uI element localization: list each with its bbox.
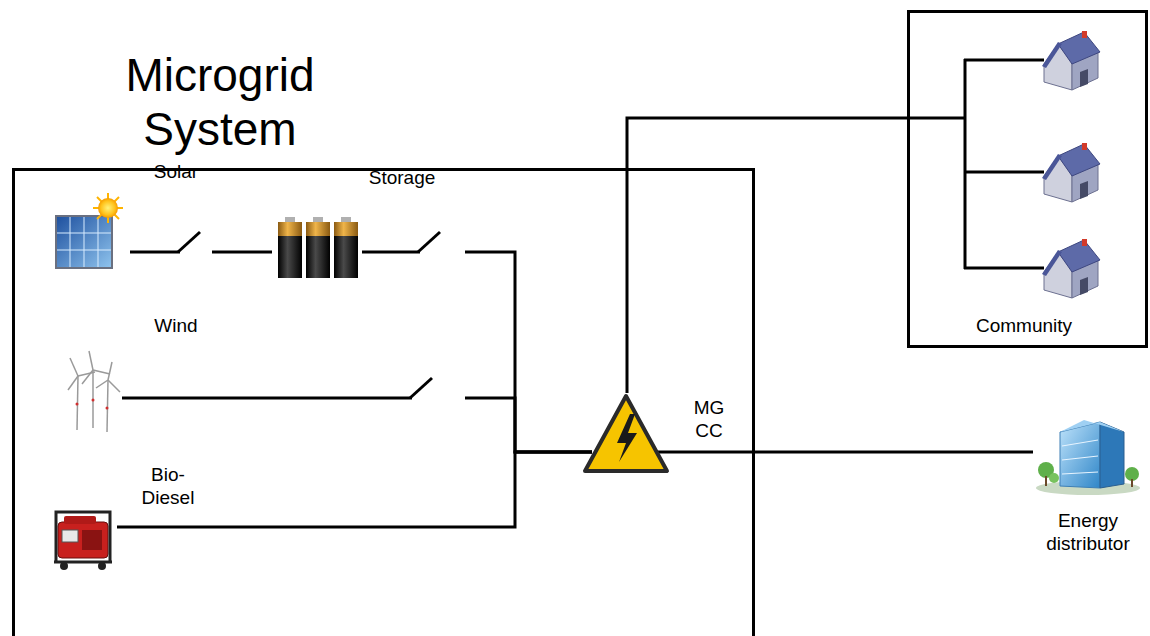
illustration-part bbox=[82, 530, 102, 550]
distributor-node: Energy distributor bbox=[1033, 415, 1143, 555]
illustration-part bbox=[1062, 440, 1098, 446]
system-boundary: SolarStorageWindBio- DieselMG CCMicrogri… bbox=[12, 168, 755, 636]
power-line bbox=[122, 398, 592, 452]
community-wiring bbox=[907, 59, 1044, 269]
illustration-part bbox=[1131, 479, 1133, 487]
community-box: Community bbox=[907, 10, 1148, 348]
illustration-part bbox=[964, 59, 967, 269]
illustration-part bbox=[585, 396, 667, 471]
storage-node: Storage bbox=[272, 214, 362, 312]
illustration-part bbox=[58, 522, 108, 558]
box-heading: Community bbox=[959, 314, 1089, 337]
illustration-part bbox=[92, 399, 95, 402]
illustration-part bbox=[93, 193, 123, 223]
illustration-part bbox=[76, 403, 79, 406]
illustration-part bbox=[278, 236, 302, 278]
illustration-part bbox=[412, 392, 465, 404]
illustration-part bbox=[1045, 476, 1047, 486]
illustration-part bbox=[1062, 456, 1098, 460]
illustration-part bbox=[1060, 422, 1100, 488]
illustration-part bbox=[313, 217, 323, 222]
illustration-part bbox=[306, 236, 330, 278]
illustration-part bbox=[907, 117, 966, 120]
illustration-part bbox=[89, 351, 93, 370]
node-label: Bio- Diesel bbox=[137, 463, 199, 509]
illustration-part bbox=[306, 222, 330, 236]
illustration-part bbox=[96, 380, 108, 388]
illustration-part bbox=[98, 217, 99, 267]
illustration-part bbox=[70, 217, 71, 267]
building-icon bbox=[1036, 420, 1140, 495]
illustration-part bbox=[617, 414, 637, 462]
illustration-part bbox=[56, 512, 110, 562]
illustration-part bbox=[92, 370, 94, 428]
illustration-part bbox=[76, 399, 109, 410]
source-node: Bio- Diesel bbox=[49, 500, 117, 632]
illustration-part bbox=[57, 250, 111, 251]
illustration-part bbox=[97, 197, 119, 219]
illustration-part bbox=[1062, 440, 1098, 474]
illustration-part bbox=[964, 59, 1044, 62]
illustration-part bbox=[334, 236, 358, 278]
solar-icon bbox=[56, 193, 123, 268]
illustration-part bbox=[1125, 467, 1139, 481]
illustration-part bbox=[82, 370, 93, 384]
illustration-part bbox=[98, 562, 106, 570]
illustration-part bbox=[418, 232, 440, 252]
power-line bbox=[627, 118, 907, 393]
wind-turbine-icon bbox=[68, 351, 120, 432]
illustration-part bbox=[278, 222, 302, 236]
battery-icon bbox=[278, 217, 358, 278]
illustration-part bbox=[410, 378, 432, 398]
illustration-part bbox=[964, 267, 1044, 270]
illustration-part bbox=[420, 246, 465, 258]
controller-node: MG CC bbox=[592, 393, 656, 565]
node-label: Storage bbox=[369, 166, 436, 189]
illustration-part bbox=[1100, 422, 1124, 488]
node-label: Energy distributor bbox=[1036, 509, 1140, 555]
illustration-part bbox=[64, 516, 96, 524]
illustration-part bbox=[964, 171, 1044, 174]
illustration-part bbox=[62, 530, 78, 542]
source-node: Solar bbox=[52, 198, 130, 306]
illustration-part bbox=[106, 407, 109, 410]
illustration-part bbox=[57, 233, 111, 234]
illustration-part bbox=[108, 380, 120, 392]
box-heading: Microgrid System bbox=[100, 48, 340, 156]
illustration-part bbox=[84, 217, 85, 267]
generator-icon bbox=[54, 512, 112, 570]
controller-symbol bbox=[585, 396, 667, 471]
illustration-part bbox=[108, 362, 112, 380]
switch-symbol bbox=[178, 232, 465, 404]
illustration-part bbox=[1060, 420, 1124, 432]
power-line bbox=[117, 452, 592, 527]
illustration-part bbox=[70, 358, 78, 376]
illustration-part bbox=[285, 217, 295, 222]
power-line bbox=[362, 252, 592, 452]
node-label: Wind bbox=[154, 314, 197, 337]
illustration-part bbox=[178, 232, 200, 252]
illustration-part bbox=[57, 217, 111, 267]
illustration-part bbox=[1049, 473, 1059, 483]
illustration-part bbox=[107, 380, 108, 432]
power-line bbox=[656, 451, 1033, 454]
node-label: MG CC bbox=[687, 396, 731, 442]
illustration-part bbox=[1042, 31, 1100, 90]
source-node: Wind bbox=[60, 355, 122, 460]
illustration-part bbox=[1042, 143, 1100, 202]
illustration-part bbox=[334, 222, 358, 236]
illustration-part bbox=[68, 376, 78, 390]
illustration-part bbox=[98, 198, 118, 218]
illustration-part bbox=[1042, 239, 1100, 298]
node-label: Solar bbox=[154, 160, 198, 183]
illustration-part bbox=[56, 216, 112, 268]
house-icon bbox=[1042, 31, 1100, 298]
illustration-part bbox=[60, 562, 68, 570]
illustration-part bbox=[97, 197, 119, 219]
illustration-part bbox=[341, 217, 351, 222]
illustration-part bbox=[93, 370, 110, 374]
illustration-part bbox=[1062, 472, 1098, 474]
